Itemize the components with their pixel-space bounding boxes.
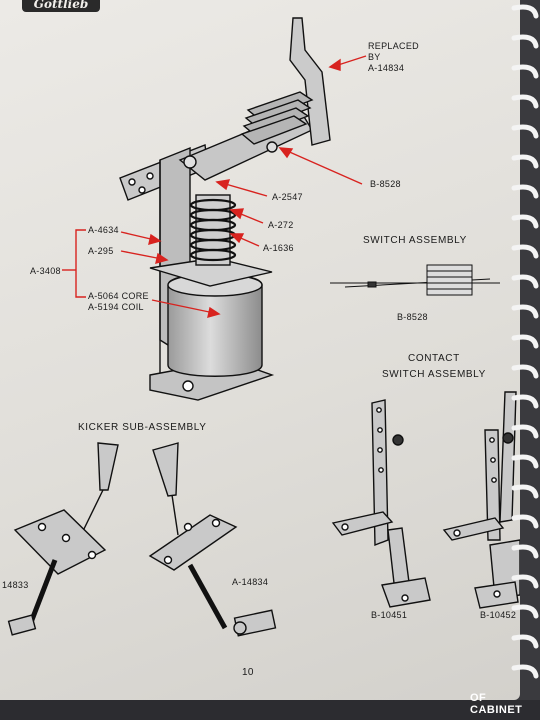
label-a4634: A-4634 [88, 225, 119, 235]
coil-top-plate [149, 257, 273, 287]
label-a2547: A-2547 [272, 192, 303, 202]
label-left-kicker: 14833 [2, 580, 29, 590]
replaced-by-label-line1: REPLACED [368, 41, 419, 51]
label-right-kicker: A-14834 [232, 577, 269, 587]
kicker-left [7, 442, 119, 636]
replaced-by-label-line2: BY [368, 52, 381, 62]
contact-heading-line2: SWITCH ASSEMBLY [382, 369, 486, 380]
label-a1636: A-1636 [263, 243, 294, 253]
replaced-arm [289, 17, 331, 146]
switch-stack [240, 91, 314, 145]
catalog-page: Gottlieb [0, 0, 520, 700]
kicker-right [148, 442, 277, 637]
brand-logo: Gottlieb [22, 0, 100, 12]
background-strip [0, 700, 540, 720]
label-a5064-core: A-5064 CORE [88, 291, 149, 301]
label-b8528-bottom: B-8528 [397, 312, 428, 322]
kicker-heading: KICKER SUB-ASSEMBLY [78, 422, 207, 433]
replaced-by-label-line3: A-14834 [368, 63, 405, 73]
coil-assembly [119, 17, 331, 401]
label-b10451: B-10451 [371, 610, 408, 620]
label-a295: A-295 [88, 246, 114, 256]
callout-arrows [62, 55, 367, 318]
label-a272: A-272 [268, 220, 294, 230]
label-b8528-top: B-8528 [370, 179, 401, 189]
contact-switch-left [331, 399, 431, 608]
label-b10452: B-10452 [480, 610, 517, 620]
footer-text: OF CABINET [470, 692, 523, 716]
label-a3408: A-3408 [30, 266, 61, 276]
switch-assembly-heading: SWITCH ASSEMBLY [363, 235, 467, 246]
spiral-binding [511, 4, 539, 679]
page-number: 10 [242, 667, 254, 678]
contact-heading-line1: CONTACT [408, 353, 460, 364]
label-a5194-coil: A-5194 COIL [88, 302, 144, 312]
switch-assembly-drawing [330, 264, 500, 296]
parts-illustration [7, 17, 520, 637]
